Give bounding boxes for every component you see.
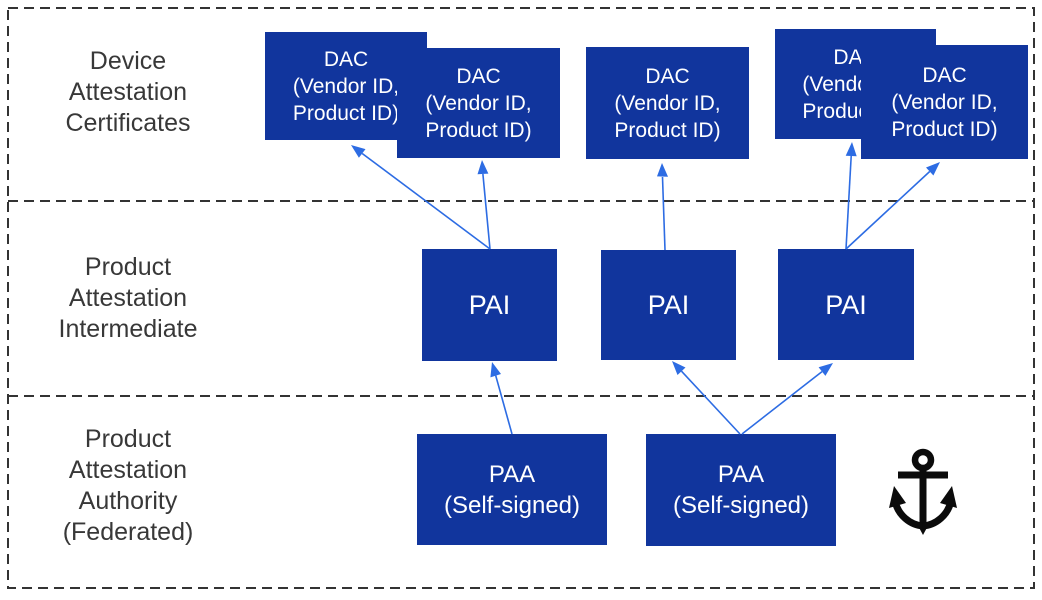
label-line: Intermediate	[58, 315, 198, 343]
dac-box-5: DAC (Vendor ID, Product ID)	[861, 45, 1028, 159]
arrow-paa2-to-pai3	[741, 363, 833, 435]
label-line: Certificates	[65, 109, 191, 137]
anchor-glyph	[889, 448, 957, 535]
paa-title: PAA	[717, 461, 765, 488]
row-label-device-attestation-certificates: Device Attestation Certificates	[10, 46, 246, 139]
dac-product-id-line: Product ID)	[292, 101, 400, 125]
label-line: Attestation	[68, 78, 188, 106]
pai-box-2: PAI	[601, 250, 736, 360]
dac-vendor-id-line: (Vendor ID,	[292, 74, 400, 98]
paa-self-signed-line: (Self-signed)	[672, 492, 810, 519]
dac-vendor-id-line: (Vendor ID,	[425, 91, 532, 115]
paa-box-2: PAA (Self-signed)	[646, 434, 836, 546]
dac-box-3: DAC (Vendor ID, Product ID)	[586, 47, 749, 159]
arrow-pai2-to-dac3	[657, 163, 668, 251]
paa-box-1: PAA (Self-signed)	[417, 434, 607, 545]
dac-product-id-line: Product ID)	[891, 117, 998, 141]
label-line: Authority	[78, 487, 178, 515]
dac-title: DAC	[922, 63, 967, 87]
trust-anchor-icon	[886, 447, 960, 535]
dac-title: DAC	[456, 64, 501, 88]
row-label-product-attestation-intermediate: Product Attestation Intermediate	[10, 252, 246, 345]
dac-product-id-line: Product ID)	[614, 118, 721, 142]
arrow-pai3-to-dac5	[845, 162, 940, 250]
pai-label: PAI	[647, 290, 690, 320]
dac-vendor-id-line: (Vendor ID,	[891, 90, 998, 114]
pai-label: PAI	[468, 290, 511, 320]
dac-title: DAC	[645, 64, 690, 88]
dac-product-id-line: Product ID)	[425, 118, 532, 142]
row-label-product-attestation-authority: Product Attestation Authority (Federated…	[10, 424, 246, 548]
dac-vendor-id-line: (Vendor ID,	[614, 91, 721, 115]
arrow-pai1-to-dac1	[351, 145, 491, 250]
arrow-paa1-to-pai1	[490, 362, 513, 435]
label-line: Attestation	[68, 456, 188, 484]
paa-self-signed-line: (Self-signed)	[443, 491, 581, 519]
arrow-paa2-to-pai2	[672, 361, 741, 435]
label-line: Product	[84, 253, 172, 281]
label-line: Product	[84, 425, 172, 453]
pai-box-3: PAI	[778, 249, 914, 360]
pai-box-1: PAI	[422, 249, 557, 361]
dac-title: DAC	[323, 47, 369, 71]
paa-title: PAA	[488, 460, 536, 488]
label-line: Device	[89, 47, 167, 75]
arrow-pai3-to-dac4	[845, 142, 857, 250]
pai-label: PAI	[825, 289, 867, 320]
dac-box-2: DAC (Vendor ID, Product ID)	[397, 48, 560, 158]
label-line: (Federated)	[62, 518, 194, 546]
label-line: Attestation	[68, 284, 188, 312]
arrow-pai1-to-dac2	[477, 160, 491, 250]
